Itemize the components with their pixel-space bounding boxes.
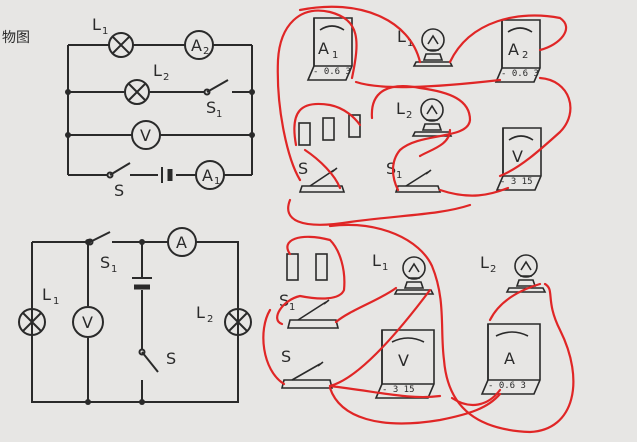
junction-dots xyxy=(65,89,255,138)
top-physical-components: A 1 - 0.6 3 L 1 A 2 - 0.6 3 xyxy=(298,17,542,193)
bottom-ammeter-box-letter: A xyxy=(504,349,515,368)
bottom-lamp1-bulb-subscript: 1 xyxy=(382,262,388,273)
lamp2-cross xyxy=(128,83,146,101)
ammeter2-box-subscript: 2 xyxy=(522,50,528,61)
top-red-wiring xyxy=(276,5,572,226)
voltmeter-box-letter: V xyxy=(512,147,523,166)
switch1-knife-subscript: 1 xyxy=(396,170,402,181)
bottom-lamp2-letter: L xyxy=(196,303,205,322)
bottom-lamp1-bulb-letter: L xyxy=(372,251,381,270)
voltmeter-scale: - 3 15 xyxy=(500,177,533,187)
bottom-switch1-blade xyxy=(89,231,111,243)
ammeter2-symbol xyxy=(184,30,214,60)
bottom-voltmeter-box-letter: V xyxy=(398,351,409,370)
bottom-red-wiring xyxy=(262,223,575,434)
bottom-battery-cells xyxy=(286,253,328,281)
bottom-switch1-subscript: 1 xyxy=(111,264,117,275)
ammeter1-symbol xyxy=(195,160,225,190)
battery-cells xyxy=(298,114,361,146)
lamp2-bulb-letter: L xyxy=(396,99,405,118)
bottom-ammeter-scale: - 0.6 3 xyxy=(488,381,526,391)
bottom-switch1-knife: S 1 xyxy=(279,291,340,329)
lamp2-symbol xyxy=(124,79,150,105)
bottom-lamp2-subscript: 2 xyxy=(207,314,213,325)
bottom-lamp2-bulb-subscript: 2 xyxy=(490,264,496,275)
bottom-lamp1-symbol xyxy=(18,308,46,336)
bottom-lamp1-bulb: L 1 xyxy=(372,251,435,295)
bottom-voltmeter-meter: V - 3 15 xyxy=(374,329,435,399)
voltmeter-meter: V - 3 15 xyxy=(495,127,542,191)
bottom-switch-blade xyxy=(141,351,159,373)
bottom-switch1-knife-letter: S xyxy=(279,291,289,310)
voltmeter-letter: V xyxy=(140,126,151,145)
ammeter2-subscript: 2 xyxy=(203,46,209,57)
bottom-switch-letter: S xyxy=(166,349,176,368)
ammeter2-box-letter: A xyxy=(508,40,519,59)
lamp2-bulb: L 2 xyxy=(396,98,453,137)
lamp2-letter: L xyxy=(153,61,162,80)
top-schematic: A 2 L 1 L 2 S 1 V A 1 S xyxy=(65,15,255,200)
ammeter1-letter: A xyxy=(202,166,213,185)
wire-outer-loop xyxy=(31,241,239,403)
lamp1-cross xyxy=(112,36,130,54)
bottom-physical-components: L 1 L 2 S 1 S V - 3 15 xyxy=(279,251,547,399)
bottom-lamp1-subscript: 1 xyxy=(53,296,59,307)
voltmeter-symbol xyxy=(131,120,161,150)
lamp2-bulb-subscript: 2 xyxy=(406,110,412,121)
switch-letter: S xyxy=(114,181,124,200)
lamp1-bulb-letter: L xyxy=(397,27,406,46)
bottom-voltmeter-symbol xyxy=(72,306,104,338)
lamp1-subscript: 1 xyxy=(102,26,108,37)
schematic-rails xyxy=(67,45,253,175)
lamp1-symbol xyxy=(108,32,134,58)
bottom-lamp2-bulb: L 2 xyxy=(480,253,547,293)
bottom-lamp2-cross xyxy=(228,312,248,332)
switch1-knife-letter: S xyxy=(386,159,396,178)
bottom-lamp1-letter: L xyxy=(42,285,51,304)
bottom-lamp2-symbol xyxy=(224,308,252,336)
ammeter1-subscript: 1 xyxy=(214,176,220,187)
bottom-switch-knife-letter: S xyxy=(281,347,291,366)
bottom-lamp2-bulb-letter: L xyxy=(480,253,489,272)
switch1-subscript: 1 xyxy=(216,109,222,120)
lamp1-bulb: L 1 xyxy=(397,27,454,67)
bottom-ammeter-symbol xyxy=(167,227,197,257)
bottom-ammeter-meter: A - 0.6 3 xyxy=(480,323,541,395)
ammeter1-box-subscript: 1 xyxy=(332,50,338,61)
page-title: 物图 xyxy=(2,30,30,46)
switch1-knife: S 1 xyxy=(386,159,442,193)
switch-pivot xyxy=(106,171,114,179)
switch1-blade xyxy=(206,79,229,93)
ammeter2-scale: - 0.6 3 xyxy=(501,69,539,79)
switch-knife-letter: S xyxy=(298,159,308,178)
ammeter2-letter: A xyxy=(191,36,202,55)
bottom-switch-knife: S xyxy=(280,347,334,389)
switch1-pivot xyxy=(203,88,211,96)
bottom-junction-dots xyxy=(85,239,145,405)
lamp1-letter: L xyxy=(92,15,101,34)
switch1-letter: S xyxy=(206,98,216,117)
bottom-ammeter-letter: A xyxy=(176,233,187,252)
bottom-voltmeter-scale: - 3 15 xyxy=(382,385,415,395)
bottom-voltmeter-letter: V xyxy=(82,313,93,332)
bottom-switch-pivot xyxy=(138,348,146,356)
lamp1-bulb-subscript: 1 xyxy=(407,38,413,49)
bottom-switch1-knife-subscript: 1 xyxy=(289,302,295,313)
lamp2-subscript: 2 xyxy=(163,72,169,83)
ammeter2-meter: A 2 - 0.6 3 xyxy=(494,19,541,83)
ammeter1-box-letter: A xyxy=(318,39,329,58)
ammeter1-meter: A 1 - 0.6 3 xyxy=(306,17,353,81)
switch-blade xyxy=(109,162,131,176)
bottom-schematic: S 1 A S L 1 V L 2 xyxy=(18,227,252,405)
bottom-switch1-letter: S xyxy=(100,253,110,272)
bottom-lamp1-cross xyxy=(22,312,42,332)
ammeter1-scale: - 0.6 3 xyxy=(313,67,351,77)
